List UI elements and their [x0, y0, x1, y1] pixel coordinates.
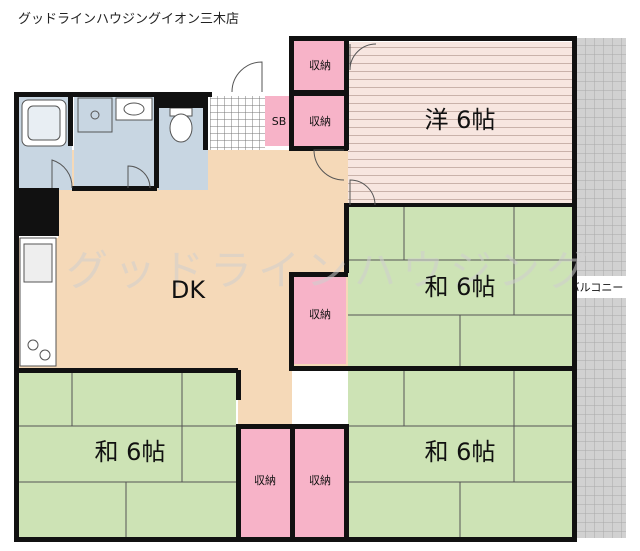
japanese-room-sw	[18, 372, 236, 538]
walls	[14, 36, 577, 542]
closet-top-b	[293, 96, 348, 146]
room-label-japanese-se: 和 6帖	[425, 438, 496, 466]
closet-top-a	[293, 40, 348, 90]
agency-title: グッドラインハウジングイオン三木店	[18, 12, 240, 27]
shoebox-label: SB	[272, 115, 287, 128]
balcony-label: バルコニー	[569, 281, 624, 294]
closet-bottom-left	[239, 428, 291, 538]
closet-bottom-right	[293, 428, 346, 538]
washbasin-icon	[115, 97, 153, 121]
closet-label-bottom-right: 収納	[309, 474, 331, 487]
bathtub-icon	[21, 99, 67, 147]
dk-floor	[18, 150, 348, 425]
room-label-dk: DK	[171, 276, 206, 304]
entrance	[210, 96, 265, 150]
toilet-icon	[169, 107, 193, 143]
closet-label-top-a: 収納	[309, 59, 331, 72]
shoebox	[265, 96, 293, 146]
japanese-room-se	[348, 370, 574, 538]
closet-label-mid: 収納	[309, 308, 331, 321]
door-swings	[51, 43, 377, 206]
room-label-western: 洋 6帖	[425, 106, 496, 134]
kitchen-counter	[19, 237, 57, 367]
japanese-room-east	[348, 205, 574, 370]
watermark: グッドラインハウジング	[66, 246, 594, 295]
closet-mid	[293, 276, 346, 364]
western-room	[348, 42, 574, 205]
closet-label-bottom-left: 収納	[254, 474, 276, 487]
room-label-japanese-east: 和 6帖	[425, 273, 496, 301]
shower-icon	[77, 97, 113, 133]
room-label-japanese-sw: 和 6帖	[95, 438, 166, 466]
closet-label-top-b: 収納	[309, 115, 331, 128]
